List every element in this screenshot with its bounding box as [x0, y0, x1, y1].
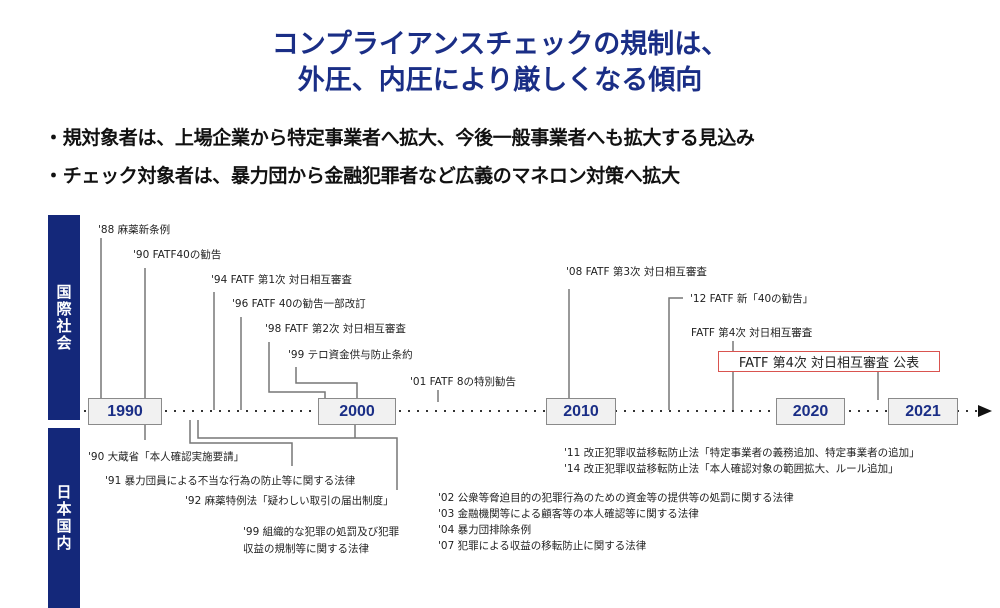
connector-92 — [197, 420, 398, 490]
event-11: '11 改正犯罪収益移転防止法「特定事業者の義務追加、特定事業者の追加」 — [564, 447, 920, 459]
event-03: '03 金融機関等による顧客等の本人確認等に関する法律 — [438, 508, 699, 520]
arrow-icon — [978, 405, 992, 417]
title-line-2: 外圧、内圧により厳しくなる傾向 — [297, 65, 703, 96]
title-line-1: コンプライアンスチェックの規制は、 — [271, 29, 729, 60]
year-2010: 2010 — [546, 398, 616, 425]
event-99-line1: '99 組織的な犯罪の処罰及び犯罪 — [243, 526, 400, 538]
event-07: '07 犯罪による収益の移転防止に関する法律 — [438, 540, 647, 552]
event-88: '88 麻薬新条例 — [98, 224, 171, 236]
international-label: 国際社会 — [48, 215, 80, 420]
bullet-2: ・チェック対象者は、暴力団から金融犯罪者など広義のマネロン対策へ拡大 — [44, 165, 680, 187]
event-98: '98 FATF 第2次 対日相互審査 — [265, 323, 406, 335]
event-12: '12 FATF 新「40の勧告」 — [690, 293, 814, 305]
event-96: '96 FATF 40の勧告一部改訂 — [232, 298, 366, 310]
bullet-1: ・規対象者は、上場企業から特定事業者へ拡大、今後一般事業者へも拡大する見込み — [44, 127, 755, 149]
connector-98 — [268, 342, 326, 398]
year-2020: 2020 — [776, 398, 845, 425]
year-2021: 2021 — [888, 398, 958, 425]
event-99-line2: 収益の規制等に関する法律 — [243, 543, 369, 555]
event-fatf4: FATF 第4次 対日相互審査 — [691, 327, 813, 339]
highlight-fatf4-publication: FATF 第4次 対日相互審査 公表 — [718, 351, 940, 372]
year-2000: 2000 — [318, 398, 396, 425]
event-04: '04 暴力団排除条例 — [438, 524, 532, 536]
connector-91 — [189, 420, 293, 466]
event-14: '14 改正犯罪収益移転防止法「本人確認対象の範囲拡大、ルール追加」 — [564, 463, 899, 475]
connector-99-terror — [295, 367, 358, 398]
event-01: '01 FATF 8の特別勧告 — [410, 376, 516, 388]
event-94: '94 FATF 第1次 対日相互審査 — [211, 274, 352, 286]
connector-12 — [668, 297, 683, 410]
event-90-mof: '90 大蔵省「本人確認実施要請」 — [88, 451, 245, 463]
event-91: '91 暴力団員による不当な行為の防止等に関する法律 — [105, 475, 356, 487]
event-08: '08 FATF 第3次 対日相互審査 — [566, 266, 707, 278]
event-90-fatf: '90 FATF40の勧告 — [133, 249, 222, 261]
year-1990: 1990 — [88, 398, 162, 425]
domestic-label: 日本国内 — [48, 428, 80, 608]
event-92: '92 麻薬特例法「疑わしい取引の届出制度」 — [185, 495, 394, 507]
event-02: '02 公衆等脅迫目的の犯罪行為のための資金等の提供等の処罰に関する法律 — [438, 492, 794, 504]
event-99-terror: '99 テロ資金供与防止条約 — [288, 349, 413, 361]
